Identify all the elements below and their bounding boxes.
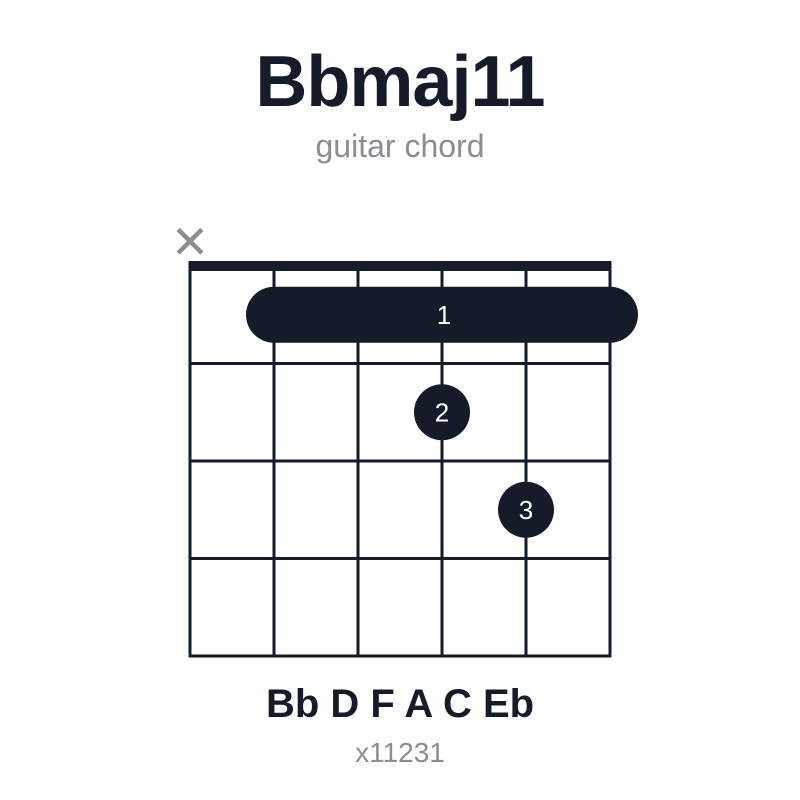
chord-shape: x11231 bbox=[355, 737, 445, 768]
barre bbox=[246, 286, 638, 343]
barre-finger-label: 1 bbox=[437, 300, 451, 330]
finger-dot bbox=[498, 481, 554, 538]
finger-dot-label: 3 bbox=[519, 495, 533, 525]
chord-notes: Bb D F A C Eb bbox=[265, 682, 535, 726]
finger-dot-label: 2 bbox=[435, 397, 449, 427]
muted-string-icon: ✕ bbox=[171, 215, 210, 269]
nut bbox=[188, 261, 612, 271]
chord-subtitle: guitar chord bbox=[315, 128, 485, 164]
chord-title: Bbmaj11 bbox=[255, 42, 545, 122]
finger-dot bbox=[414, 384, 470, 441]
